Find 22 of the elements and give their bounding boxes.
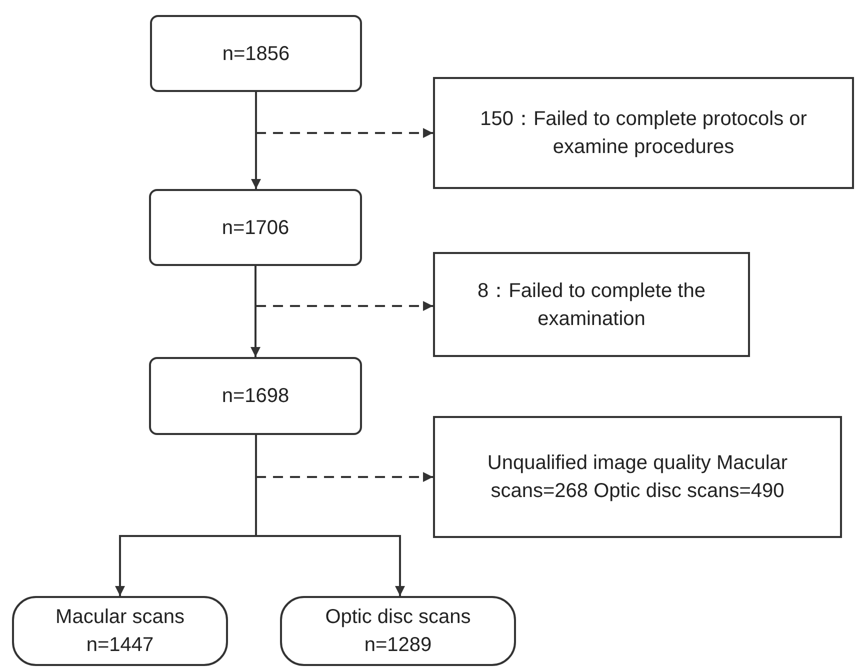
node-text: n=1698 [222, 384, 290, 409]
node-text: Macular scans n=1447 [54, 605, 186, 658]
exclusion-box [433, 77, 854, 189]
node-text: Optic disc scans n=1289 [324, 605, 472, 658]
node-text: n=1706 [222, 216, 290, 240]
exclusion-box [433, 252, 750, 357]
count-box [150, 15, 362, 92]
dashed-arrow [256, 472, 433, 482]
arrow [250, 266, 260, 357]
node-text: 8：Failed to complete the examination [476, 278, 706, 332]
node-text: Unqualified image quality Macular scans=268 Optic disc scans=490 [486, 451, 789, 504]
dashed-arrow [256, 301, 433, 311]
result-box [12, 596, 228, 666]
exclusion-box [433, 416, 842, 538]
count-box [149, 189, 362, 266]
node-text: n=1856 [222, 42, 290, 66]
count-box [149, 357, 362, 435]
dashed-arrow [256, 128, 433, 138]
arrow [251, 92, 261, 189]
node-text: 150：Failed to complete protocols or examine procedures [479, 107, 808, 160]
arrow [255, 435, 405, 596]
result-box [280, 596, 516, 666]
